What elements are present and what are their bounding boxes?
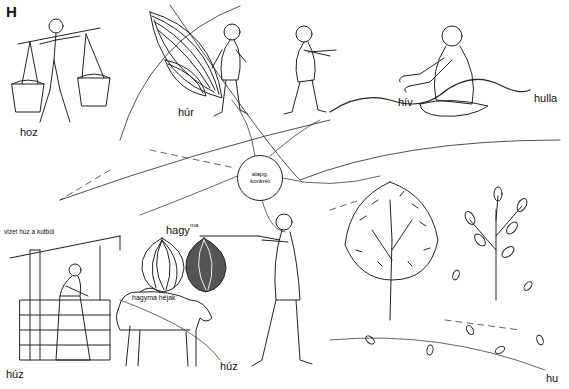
word-label: hoz (20, 126, 38, 138)
word-label: ma (190, 222, 198, 229)
concept-circle: alapg. konkrét (237, 155, 283, 201)
word-label: vizet húz a kútból (4, 228, 54, 235)
word-label: hulla (534, 92, 557, 104)
word-label: húr (178, 106, 194, 118)
word-label: hagyma héjak (132, 294, 176, 302)
word-label: húz (6, 368, 24, 380)
node-text: alapg. konkrét (243, 171, 277, 185)
word-label: hív (398, 96, 413, 108)
word-label: hagy (166, 224, 190, 236)
letter-heading: H (6, 4, 17, 21)
word-label: húz (220, 360, 238, 372)
word-label: hu (546, 372, 558, 384)
